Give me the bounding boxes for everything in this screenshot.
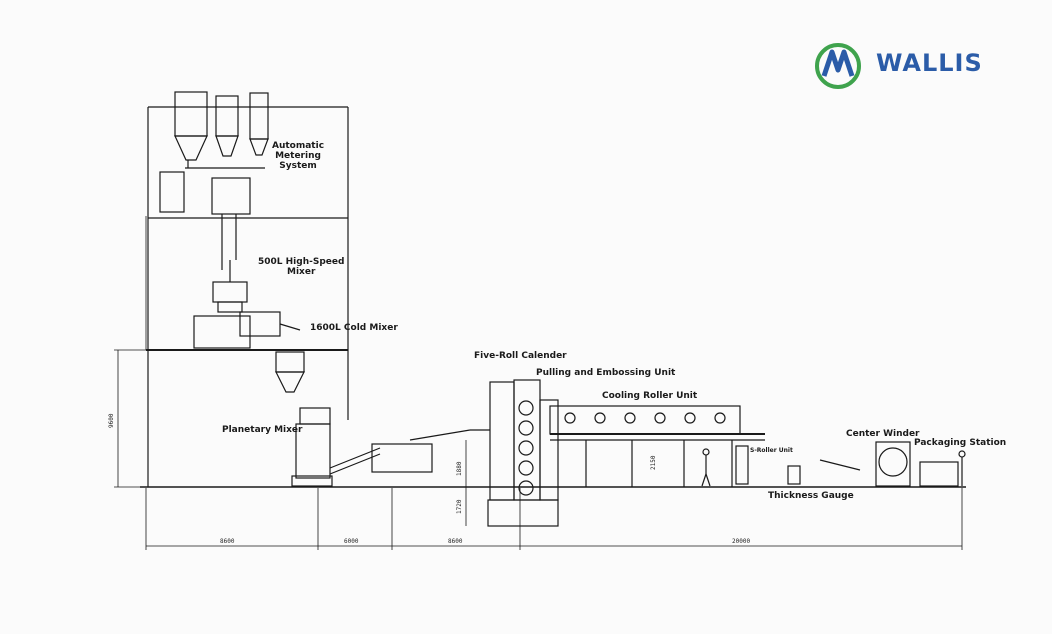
metering-silos xyxy=(159,91,269,270)
label-planetary-mixer: Planetary Mixer xyxy=(222,425,303,435)
packaging-shape xyxy=(919,450,966,487)
dim-seg4: 20000 xyxy=(732,538,751,545)
cold-mixer-shape xyxy=(193,311,301,349)
hopper-shape xyxy=(275,351,305,393)
dim-height-total: 9600 xyxy=(108,413,115,428)
operator-figure xyxy=(701,448,711,487)
wallis-logo xyxy=(812,40,992,90)
label-cold-mixer: 1600L Cold Mixer xyxy=(310,323,398,333)
label-high-speed-mixer: 500L High-Speed Mixer xyxy=(258,257,345,277)
label-automatic-metering: Automatic Metering System xyxy=(272,141,325,171)
conveyor-shape xyxy=(329,429,490,475)
dim-seg1: 8600 xyxy=(220,538,235,545)
tower-building xyxy=(145,106,349,487)
brand-name: WALLIS xyxy=(876,49,983,77)
cooling-unit-shape xyxy=(549,405,765,487)
label-packaging-station: Packaging Station xyxy=(914,438,1007,448)
dim-cooling-h: 2150 xyxy=(650,455,657,470)
dim-seg2: 6000 xyxy=(344,538,359,545)
planetary-mixer-shape xyxy=(291,407,333,487)
label-cooling-roller: Cooling Roller Unit xyxy=(602,391,698,401)
label-s-roller: S-Roller Unit xyxy=(750,447,793,454)
dim-calender-h1: 1880 xyxy=(456,461,463,476)
dimension-lines xyxy=(114,349,963,550)
wallis-logo-mark-icon xyxy=(815,43,861,89)
s-roller-shape xyxy=(735,445,801,485)
dim-seg3: 8600 xyxy=(448,538,463,545)
high-speed-mixer-shape xyxy=(212,260,248,313)
dim-calender-h2: 1720 xyxy=(456,499,463,514)
label-pulling-embossing: Pulling and Embossing Unit xyxy=(536,368,676,378)
calender-shape xyxy=(487,379,559,527)
label-center-winder: Center Winder xyxy=(846,429,920,439)
label-five-roll-calender: Five-Roll Calender xyxy=(474,351,567,361)
center-winder-shape xyxy=(819,441,911,487)
label-thickness-gauge: Thickness Gauge xyxy=(768,491,854,501)
